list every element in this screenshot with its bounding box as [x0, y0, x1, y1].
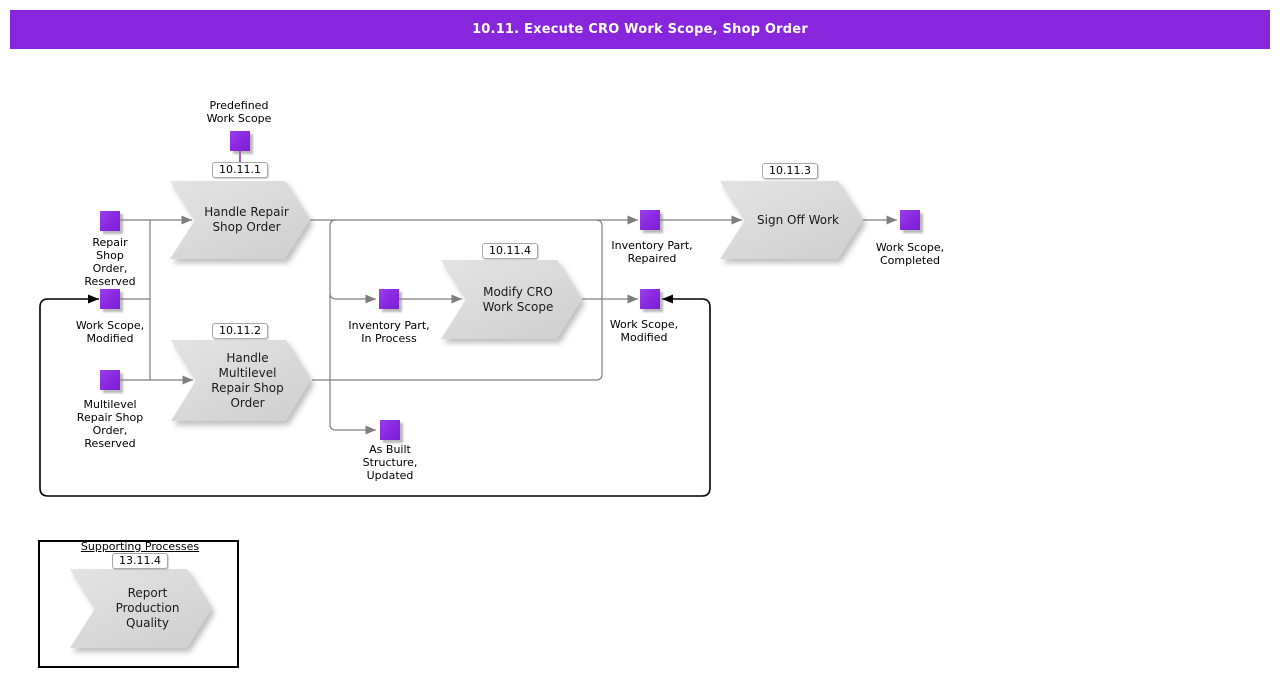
artifact-multilevel-repair-shop-order-reserved[interactable]	[100, 370, 120, 390]
process-sign-off-label: Sign Off Work	[720, 181, 863, 259]
artifact-as-built-structure-updated-label: As Built Structure, Updated	[362, 443, 418, 482]
artifact-as-built-structure-updated[interactable]	[380, 420, 400, 440]
flow-branch-to-inventory-in-process	[329, 292, 376, 304]
process-modify-cro-label: Modify CRO Work Scope	[441, 260, 582, 339]
artifact-work-scope-modified-left[interactable]	[100, 289, 120, 309]
process-report-quality-label: Report Production Quality	[70, 569, 212, 648]
process-id-badge-10-11-1: 10.11.1	[212, 162, 268, 178]
process-handle-multilevel-label: Handle Multilevel Repair Shop Order	[171, 340, 311, 421]
artifact-work-scope-completed-label: Work Scope, Completed	[875, 241, 945, 267]
process-handle-repair-label: Handle Repair Shop Order	[170, 181, 310, 259]
process-modify-cro-work-scope[interactable]: Modify CRO Work Scope	[441, 260, 582, 339]
artifact-predefined-work-scope-label: Predefined Work Scope	[206, 99, 272, 125]
artifact-work-scope-modified-right-label: Work Scope, Modified	[609, 318, 679, 344]
artifact-inventory-part-in-process[interactable]	[379, 289, 399, 309]
artifact-work-scope-modified-right[interactable]	[640, 289, 660, 309]
supporting-processes-title: Supporting Processes	[80, 540, 200, 553]
artifact-repair-shop-order-reserved[interactable]	[100, 211, 120, 231]
flow-branch-to-as-built	[329, 219, 376, 435]
artifact-repair-shop-order-reserved-label: Repair Shop Order, Reserved	[84, 236, 136, 288]
page-title: 10.11. Execute CRO Work Scope, Shop Orde…	[10, 10, 1270, 49]
process-handle-repair-shop-order[interactable]: Handle Repair Shop Order	[170, 181, 310, 259]
artifact-inventory-part-repaired-label: Inventory Part, Repaired	[611, 239, 693, 265]
process-id-badge-10-11-2: 10.11.2	[212, 323, 268, 339]
process-id-badge-10-11-3: 10.11.3	[762, 163, 818, 179]
artifact-multilevel-repair-shop-order-reserved-label: Multilevel Repair Shop Order, Reserved	[76, 398, 144, 450]
process-sign-off-work[interactable]: Sign Off Work	[720, 181, 863, 259]
artifact-work-scope-completed[interactable]	[900, 210, 920, 230]
process-id-badge-10-11-4: 10.11.4	[482, 243, 538, 259]
process-report-production-quality[interactable]: Report Production Quality	[70, 569, 212, 648]
process-id-badge-13-11-4: 13.11.4	[112, 553, 168, 569]
artifact-work-scope-modified-left-label: Work Scope, Modified	[75, 319, 145, 345]
process-handle-multilevel-repair-shop-order[interactable]: Handle Multilevel Repair Shop Order	[171, 340, 311, 421]
flow-output-bus-vertical	[312, 219, 603, 381]
artifact-inventory-part-in-process-label: Inventory Part, In Process	[348, 319, 430, 345]
artifact-predefined-work-scope[interactable]	[230, 131, 250, 151]
artifact-inventory-part-repaired[interactable]	[640, 210, 660, 230]
work-scope-feedback-loop	[39, 294, 711, 497]
